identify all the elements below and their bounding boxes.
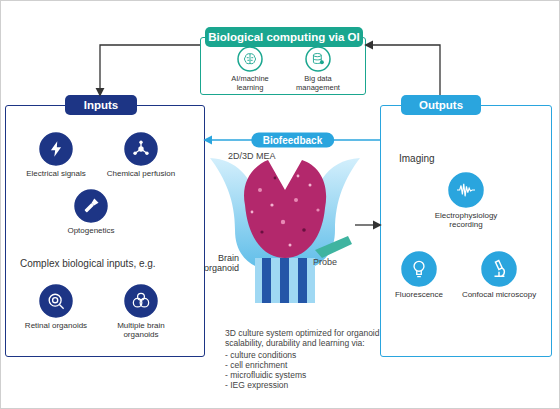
icon-circle xyxy=(305,46,331,72)
organoid-dot xyxy=(294,198,298,202)
organoid-dot xyxy=(260,230,263,233)
item-label: Confocal microscopy xyxy=(462,290,536,299)
probe-illustration xyxy=(315,236,352,258)
icon-glyph xyxy=(457,184,475,197)
group-header: Biological computing via OI xyxy=(205,27,363,47)
icon-disc xyxy=(125,133,157,165)
item-label: Optogenetics xyxy=(67,226,114,235)
list-item: - IEG expression xyxy=(225,381,405,391)
icon-disc xyxy=(402,252,436,286)
icon-item: Electrical signals xyxy=(21,132,91,178)
icon-disc xyxy=(238,47,262,71)
icon-glyph xyxy=(133,293,148,307)
edge-label: Biofeedback xyxy=(251,133,334,148)
organoid-dot xyxy=(258,188,262,192)
icon-circle xyxy=(237,46,263,72)
icon-item: Big data management xyxy=(287,46,349,92)
icon-disc xyxy=(125,285,157,317)
icon-disc xyxy=(40,133,72,165)
icon-item: Optogenetics xyxy=(56,189,126,235)
organoid-dot xyxy=(274,177,277,180)
electrode-stripe xyxy=(298,258,307,303)
icon-circle xyxy=(124,284,158,318)
group-header: Outputs xyxy=(401,95,481,115)
connector-arrow xyxy=(366,45,440,95)
organoid-dot xyxy=(316,208,319,211)
process-group: AI/machine learningBig data managementBi… xyxy=(200,37,366,95)
icon-disc xyxy=(449,173,483,207)
icon-disc xyxy=(306,47,330,71)
item-label: Electrical signals xyxy=(26,169,86,178)
item-label: Big data management xyxy=(287,75,349,92)
electrode-base xyxy=(255,258,315,303)
icon-glyph xyxy=(133,141,148,155)
part-label: 2D/3D MEA xyxy=(228,151,308,161)
icon-item: AI/machine learning xyxy=(219,46,281,92)
part-label: Probe xyxy=(313,257,353,267)
icon-item: Confocal microscopy xyxy=(461,251,537,299)
subheading: Complex biological inputs, e.g. xyxy=(20,258,156,269)
icon-item: Retinal organoids xyxy=(21,284,91,330)
organoid-dot xyxy=(289,244,292,247)
list-item: - culture conditions xyxy=(225,351,405,361)
icon-glyph xyxy=(495,261,505,277)
note-text: 3D culture system optimized for organoid… xyxy=(225,329,405,349)
icon-glyph xyxy=(414,261,424,276)
icon-glyph xyxy=(313,53,323,64)
icon-disc xyxy=(482,252,516,286)
organoid-texture xyxy=(251,175,320,247)
organoid-dot xyxy=(281,220,285,224)
icon-circle xyxy=(401,251,437,287)
item-label: Multiple brain organoids xyxy=(106,321,176,339)
item-label: Fluorescence xyxy=(395,290,443,299)
icon-item: Multiple brain organoids xyxy=(106,284,176,339)
organoid-dot xyxy=(302,228,306,232)
item-label: AI/machine learning xyxy=(219,75,281,92)
icon-disc xyxy=(40,285,72,317)
icon-glyph xyxy=(244,54,255,64)
item-label: Retinal organoids xyxy=(25,321,87,330)
icon-item: Fluorescence xyxy=(381,251,457,299)
icon-disc xyxy=(75,190,107,222)
icon-circle xyxy=(39,132,73,166)
icon-circle xyxy=(74,189,108,223)
icon-circle xyxy=(481,251,517,287)
icon-glyph xyxy=(51,141,61,156)
icon-glyph xyxy=(83,198,98,213)
list-item: - microfluidic systems xyxy=(225,371,405,381)
organoid-dot xyxy=(309,184,312,187)
organoid-dot xyxy=(297,175,300,178)
list-item: - cell enrichment xyxy=(225,361,405,371)
icon-glyph xyxy=(49,294,63,308)
electrode-stripe xyxy=(262,258,271,303)
organoid-node: Brain organoid xyxy=(205,150,355,300)
icon-item: Chemical perfusion xyxy=(106,132,176,178)
icon-circle xyxy=(39,284,73,318)
item-label: Electrophysiology recording xyxy=(426,211,506,229)
icon-circle xyxy=(124,132,158,166)
organoid-dot xyxy=(251,211,254,214)
icon-item: Electrophysiology recording xyxy=(426,172,506,229)
electrode-stripe xyxy=(280,258,289,303)
output-group: Electrophysiology recordingFluorescence C… xyxy=(380,105,552,357)
subheading: Imaging xyxy=(399,153,435,164)
group-header: Inputs xyxy=(65,95,137,115)
input-group: Electrical signals Chemical perfusionOpto… xyxy=(5,105,205,357)
part-label: Brain organoid xyxy=(193,253,239,274)
connector-arrow xyxy=(355,224,380,225)
connector-arrow xyxy=(100,45,200,95)
item-label: Chemical perfusion xyxy=(107,169,175,178)
organoid-illustration xyxy=(244,160,326,258)
organoid-dot xyxy=(270,203,273,206)
icon-circle xyxy=(448,172,484,208)
